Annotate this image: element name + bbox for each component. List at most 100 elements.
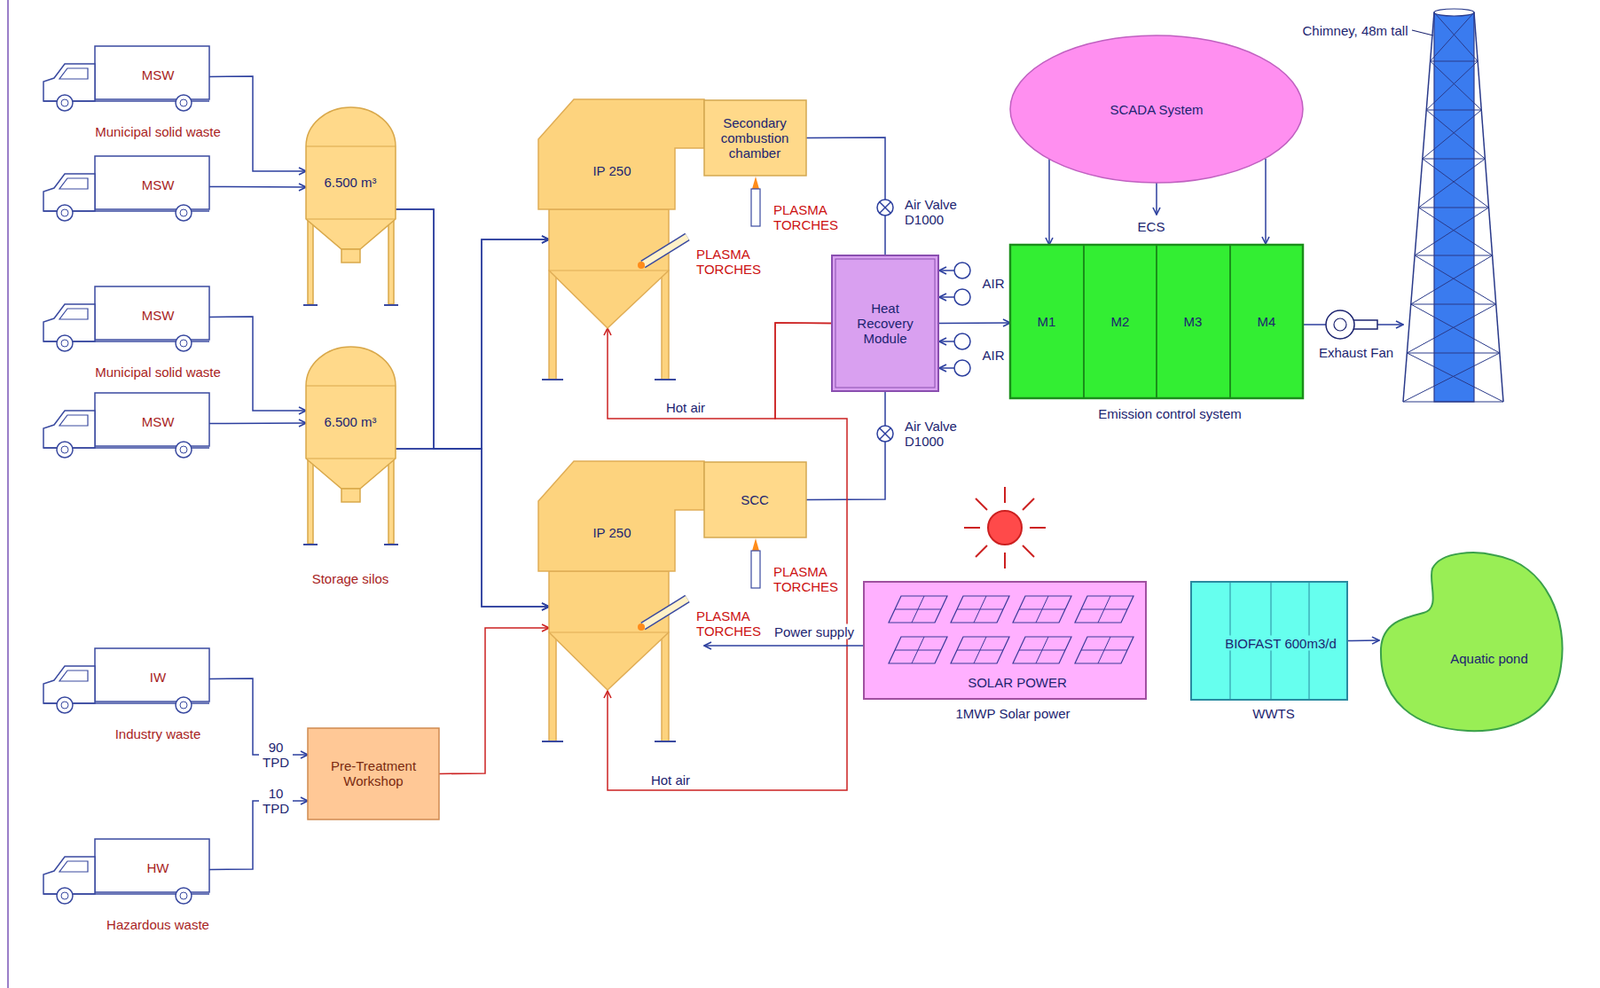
- flow-connector: [209, 316, 306, 411]
- node-text: IP 250: [592, 163, 631, 179]
- truck-node: MSW: [94, 156, 210, 218]
- scc-node: SCC: [704, 462, 807, 538]
- pre-node: Pre-Treatment Workshop: [307, 728, 440, 820]
- solar-node: SOLAR POWER1MWP Solar power: [863, 581, 1146, 699]
- edge-label: 90 TPD: [258, 739, 293, 770]
- ip-shape: [538, 99, 705, 380]
- node-text: Pre-Treatment Workshop: [320, 758, 427, 789]
- node-caption: Exhaust Fan: [1318, 345, 1394, 361]
- callout-label: ECS: [1137, 219, 1166, 235]
- node-caption: Emission control system: [1098, 406, 1242, 422]
- node-caption: Municipal solid waste: [94, 364, 221, 380]
- node-caption: Hazardous waste: [106, 917, 210, 933]
- node-text: M2: [1111, 313, 1130, 330]
- node-text: Secondary combustion chamber: [708, 115, 801, 161]
- node-text: Aquatic pond: [1450, 650, 1529, 667]
- flow-connector: [395, 448, 550, 607]
- callout-label: PLASMA TORCHES: [696, 608, 768, 639]
- node-caption: Municipal solid waste: [94, 124, 221, 140]
- wwts-node: BIOFAST 600m3/dWWTS: [1191, 581, 1348, 700]
- ip-shape: [538, 461, 705, 742]
- node-caption: 1MWP Solar power: [956, 705, 1071, 722]
- flow-connector: [1302, 323, 1326, 326]
- ellipse-node: SCADA System: [1010, 35, 1303, 183]
- flow-connector: [607, 322, 832, 419]
- truck-node: MSW: [94, 392, 210, 455]
- node-text: IW: [149, 669, 166, 685]
- callout-label: AIR: [981, 275, 1004, 291]
- flow-connector: [209, 422, 306, 424]
- ecs-node: Emission control systemM1M2M3M4: [1010, 244, 1303, 399]
- callout-label: AIR: [981, 347, 1004, 363]
- ip-node: IP 250: [538, 99, 705, 380]
- node-text: HW: [147, 860, 170, 876]
- node-text: Heat Recovery Module: [844, 300, 926, 346]
- pond-shape: [1379, 550, 1569, 733]
- node-text: BIOFAST 600m3/d: [1222, 635, 1340, 651]
- truck-node: HWHazardous waste: [94, 839, 210, 901]
- edge-label: Power supply: [772, 624, 856, 640]
- flow-connector: [704, 644, 864, 647]
- node-text: IP 250: [592, 525, 631, 541]
- flow-connector: [395, 209, 550, 607]
- page-border: [7, 0, 9, 988]
- node-caption: Industry waste: [115, 726, 202, 742]
- flow-connector: [1048, 158, 1051, 245]
- truck-node: IWIndustry waste: [94, 648, 210, 710]
- node-text: M3: [1184, 313, 1203, 330]
- node-text: M4: [1257, 313, 1277, 330]
- mod-node: M3: [1156, 244, 1231, 399]
- node-text: 6.500 m³: [323, 414, 377, 430]
- flow-connector: [439, 627, 550, 775]
- silo-node: 6.500 m³Storage silos: [305, 346, 396, 551]
- scc-node: Secondary combustion chamber: [704, 100, 807, 176]
- flow-connector: [938, 321, 1011, 324]
- edge-label: Hot air: [649, 772, 692, 788]
- chimney-node: Chimney, 48m tall: [1403, 12, 1504, 402]
- silo-shape: [305, 107, 396, 312]
- flow-connector: [395, 239, 550, 449]
- node-text: M1: [1037, 313, 1057, 330]
- silo-node: 6.500 m³: [305, 107, 396, 312]
- hrm-node: Heat Recovery Module: [831, 255, 939, 392]
- node-caption: WWTS: [1252, 705, 1295, 722]
- callout-label: Air Valve D1000: [904, 418, 980, 449]
- sun-symbol: [964, 486, 1046, 569]
- callout-label: PLASMA TORCHES: [773, 202, 845, 233]
- callout-label: PLASMA TORCHES: [773, 564, 845, 595]
- callout-label: Air Valve D1000: [904, 196, 980, 228]
- leader-line: [1411, 30, 1434, 36]
- truck-node: MSWMunicipal solid waste: [94, 46, 210, 108]
- mod-node: M2: [1083, 244, 1157, 399]
- node-text: 6.500 m³: [323, 174, 377, 190]
- truck-node: MSWMunicipal solid waste: [94, 286, 210, 348]
- node-text: SCADA System: [1109, 101, 1203, 118]
- pond-node: Aquatic pond: [1379, 550, 1569, 733]
- ip-node: IP 250: [538, 461, 705, 742]
- node-caption: Chimney, 48m tall: [1302, 23, 1409, 39]
- callout-label: PLASMA TORCHES: [696, 246, 768, 277]
- flow-connector: [806, 137, 886, 256]
- edge-label: 10 TPD: [258, 785, 293, 816]
- edge-label: Hot air: [664, 400, 707, 416]
- flow-connector: [209, 186, 306, 189]
- node-text: SOLAR POWER: [967, 674, 1067, 691]
- silo-shape: [305, 346, 396, 551]
- flow-connector: [395, 209, 550, 449]
- node-text: SCC: [740, 492, 769, 508]
- chimney-shape: [1403, 12, 1504, 402]
- air-inlet-symbol: [939, 262, 971, 377]
- fan-node: Exhaust Fan: [1325, 310, 1355, 339]
- mod-node: M1: [1010, 244, 1084, 399]
- node-caption: Storage silos: [312, 571, 390, 587]
- node-text: MSW: [141, 307, 175, 323]
- flow-connector: [1347, 639, 1380, 642]
- node-text: MSW: [141, 67, 175, 83]
- fan-shape: [1325, 310, 1355, 339]
- node-text: MSW: [141, 177, 175, 193]
- flow-connector: [1377, 323, 1404, 326]
- flow-connector: [806, 391, 886, 501]
- flow-connector: [209, 76, 306, 172]
- mod-node: M4: [1230, 244, 1303, 399]
